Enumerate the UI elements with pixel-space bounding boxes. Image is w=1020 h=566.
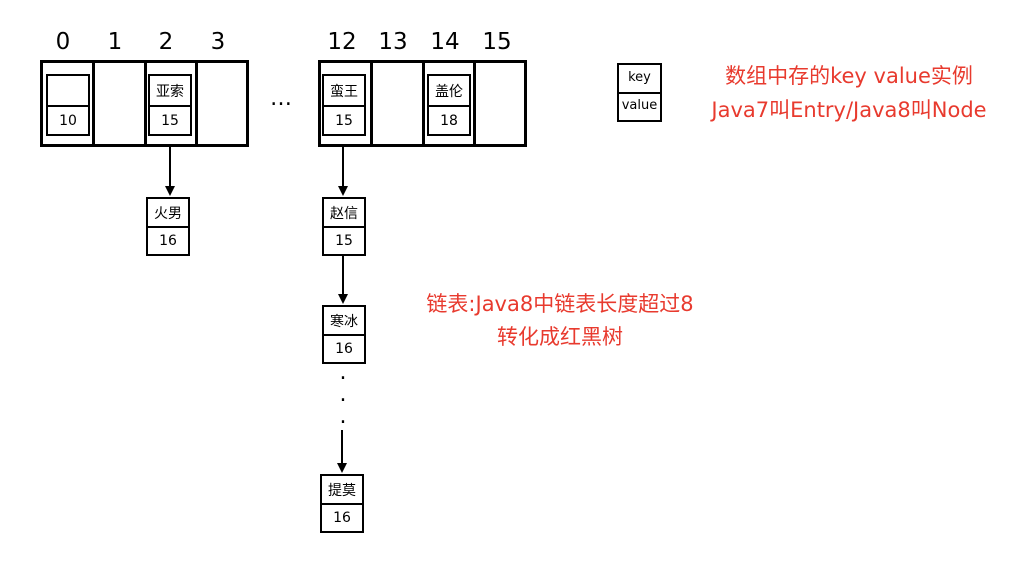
bucket-2-node: 亚索 15 xyxy=(148,74,192,136)
node-value: 15 xyxy=(335,233,353,249)
node-divider xyxy=(324,226,364,228)
node-value: 16 xyxy=(335,341,353,357)
chain-node: 寒冰 16 xyxy=(322,305,366,364)
array-left xyxy=(40,60,249,147)
legend-key: key xyxy=(628,70,651,85)
array-ellipsis: … xyxy=(270,86,292,111)
index-label-14: 14 xyxy=(430,29,460,55)
node-key: 盖伦 xyxy=(435,84,463,100)
index-label-2: 2 xyxy=(158,29,174,55)
slot-divider xyxy=(92,63,95,144)
node-divider xyxy=(429,105,469,107)
chain-node: 火男 16 xyxy=(146,197,190,256)
node-value: 15 xyxy=(335,113,353,129)
node-key: 寒冰 xyxy=(330,314,358,330)
index-label-13: 13 xyxy=(378,29,408,55)
slot-divider xyxy=(370,63,373,144)
slot-divider xyxy=(195,63,198,144)
node-divider xyxy=(48,105,88,107)
slot-divider xyxy=(473,63,476,144)
node-key: 亚索 xyxy=(156,84,184,100)
node-divider xyxy=(322,503,362,505)
node-key: 提莫 xyxy=(328,483,356,499)
linked-list-note: 链表:Java8中链表长度超过8 转化成红黑树 xyxy=(380,290,740,351)
slot-divider xyxy=(422,63,425,144)
node-divider xyxy=(150,105,190,107)
entry-note: 数组中存的key value实例 Java7叫Entry/Java8叫Node xyxy=(684,62,1014,124)
index-label-12: 12 xyxy=(327,29,357,55)
node-divider xyxy=(619,92,660,94)
node-divider xyxy=(324,334,364,336)
node-value: 15 xyxy=(161,113,179,129)
node-value: 16 xyxy=(159,233,177,249)
index-label-3: 3 xyxy=(210,29,226,55)
node-divider xyxy=(324,105,364,107)
node-divider xyxy=(148,226,188,228)
bucket-0-node: 10 xyxy=(46,74,90,136)
index-label-1: 1 xyxy=(107,29,123,55)
chain-node: 赵信 15 xyxy=(322,197,366,256)
linked-list-note-line2: 转化成红黑树 xyxy=(497,325,623,349)
slot-divider xyxy=(144,63,147,144)
chain-ellipsis: . . . xyxy=(339,360,347,429)
legend-node: key value xyxy=(617,63,662,122)
bucket-14-node: 盖伦 18 xyxy=(427,74,471,136)
index-label-15: 15 xyxy=(482,29,512,55)
index-label-0: 0 xyxy=(55,29,71,55)
node-key: 火男 xyxy=(154,206,182,222)
chain-node: 提莫 16 xyxy=(320,474,364,533)
node-value: 18 xyxy=(440,113,458,129)
node-value: 10 xyxy=(59,113,77,129)
bucket-12-node: 蛮王 15 xyxy=(322,74,366,136)
entry-note-line2: Java7叫Entry/Java8叫Node xyxy=(711,98,987,122)
legend-value: value xyxy=(621,98,658,113)
node-key: 蛮王 xyxy=(330,84,358,100)
node-value: 16 xyxy=(333,510,351,526)
entry-note-line1: 数组中存的key value实例 xyxy=(725,64,973,88)
linked-list-note-line1: 链表:Java8中链表长度超过8 xyxy=(426,292,694,316)
node-key: 赵信 xyxy=(330,206,358,222)
array-right xyxy=(318,60,527,147)
